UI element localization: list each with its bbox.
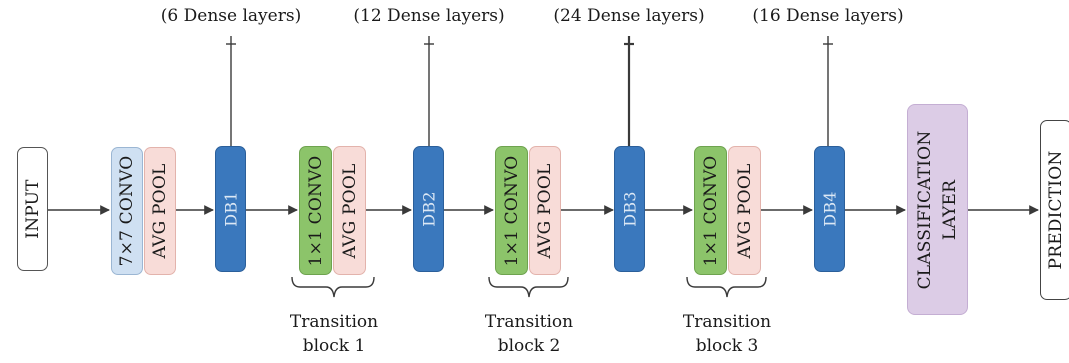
t2-conv-node: 1×1 CONVO: [495, 146, 528, 275]
db1-label: DB1: [221, 191, 240, 227]
db4-node: DB4: [814, 146, 845, 272]
t3-pool-label: AVG POOL: [734, 163, 755, 258]
transition-label-3: Transition block 3: [683, 310, 771, 358]
prediction-node: PREDICTION: [1040, 120, 1069, 300]
transition-brace-1: [291, 276, 375, 298]
db1-node: DB1: [215, 146, 246, 272]
transition-label-2-line1: Transition: [484, 312, 574, 332]
transition-label-3-line1: Transition: [682, 312, 772, 332]
t2-conv-label: 1×1 CONVO: [501, 155, 522, 266]
dense-label-db3: (24 Dense layers): [553, 6, 705, 26]
t3-conv-label: 1×1 CONVO: [700, 155, 721, 266]
dense-label-db4: (16 Dense layers): [752, 6, 904, 26]
t1-conv-label: 1×1 CONVO: [305, 155, 326, 266]
classification-label-line1: CLASSIFICATION: [914, 130, 935, 289]
db2-label: DB2: [419, 191, 438, 227]
classification-label-line2: LAYER: [939, 179, 960, 240]
transition-label-2: Transition block 2: [485, 310, 573, 358]
pool0-node: AVG POOL: [144, 147, 176, 275]
input-label: INPUT: [22, 179, 43, 239]
classification-label: CLASSIFICATION LAYER: [913, 130, 963, 289]
db3-label: DB3: [620, 191, 639, 227]
db4-label: DB4: [820, 191, 839, 227]
db3-node: DB3: [614, 146, 645, 272]
transition-label-1-line1: Transition: [289, 312, 379, 332]
t3-pool-node: AVG POOL: [728, 146, 761, 275]
t1-conv-node: 1×1 CONVO: [299, 146, 332, 275]
input-node: INPUT: [17, 147, 48, 271]
pool0-label: AVG POOL: [150, 163, 170, 259]
transition-brace-3: [686, 276, 767, 298]
dense-label-db1: (6 Dense layers): [160, 6, 302, 26]
transition-label-3-line2: block 3: [695, 336, 759, 356]
t2-pool-label: AVG POOL: [535, 163, 555, 258]
transition-brace-2: [488, 276, 569, 298]
transition-label-1: Transition block 1: [290, 310, 378, 358]
t2-pool-node: AVG POOL: [529, 146, 561, 275]
conv7-label: 7×7 CONVO: [117, 155, 137, 267]
classification-node: CLASSIFICATION LAYER: [907, 104, 968, 315]
transition-label-2-line2: block 2: [497, 336, 561, 356]
dense-label-db2: (12 Dense layers): [353, 6, 505, 26]
db2-node: DB2: [413, 146, 444, 272]
t1-pool-node: AVG POOL: [333, 146, 366, 275]
prediction-label: PREDICTION: [1046, 150, 1066, 270]
t3-conv-node: 1×1 CONVO: [694, 146, 727, 275]
t1-pool-label: AVG POOL: [339, 163, 360, 258]
transition-label-1-line2: block 1: [302, 336, 366, 356]
conv7-node: 7×7 CONVO: [111, 147, 143, 275]
